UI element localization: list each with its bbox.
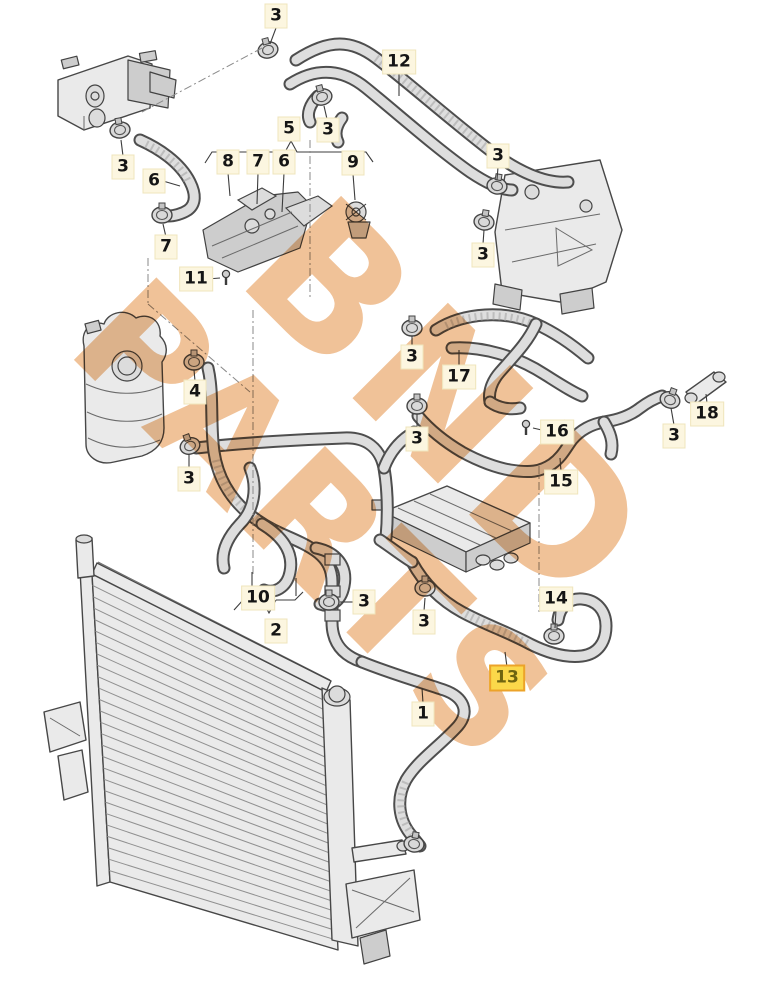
part-callout[interactable]: 8 — [216, 149, 240, 175]
pipe-18-illustration — [684, 371, 727, 405]
part-callout[interactable]: 3 — [400, 344, 424, 370]
control-module-illustration — [371, 485, 531, 573]
part-callout[interactable]: 6 — [272, 149, 296, 175]
radiator-fins — [92, 584, 338, 941]
part-callout[interactable]: 1 — [411, 701, 435, 727]
part-callout[interactable]: 18 — [690, 401, 724, 427]
part-callout-highlighted[interactable]: 13 — [489, 664, 525, 692]
aux-pump-illustration — [57, 50, 177, 131]
mounting-bracket-illustration — [492, 159, 623, 315]
part-callout[interactable]: 17 — [442, 364, 476, 390]
hose-15 — [411, 371, 727, 479]
part-callout[interactable]: 3 — [316, 117, 340, 143]
part-callout[interactable]: 15 — [544, 469, 578, 495]
hose-bundle-central — [189, 361, 421, 669]
hose-1 — [355, 533, 471, 853]
part-callout[interactable]: 3 — [177, 466, 201, 492]
expansion-tank-illustration — [82, 311, 167, 464]
part-callout[interactable]: 7 — [246, 149, 270, 175]
part-callout[interactable]: 3 — [264, 3, 288, 29]
part-callout[interactable]: 3 — [662, 423, 686, 449]
part-callout[interactable]: 3 — [352, 589, 376, 615]
part-callout[interactable]: 4 — [183, 379, 207, 405]
valve-manifold-illustration — [202, 187, 371, 273]
construction-lines — [141, 47, 540, 612]
part-callout[interactable]: 10 — [241, 585, 275, 611]
part-callout[interactable]: 2 — [264, 618, 288, 644]
part-callout[interactable]: 14 — [539, 586, 573, 612]
hose-13 — [405, 555, 613, 663]
part-callout[interactable]: 16 — [540, 419, 574, 445]
part-callout[interactable]: 7 — [154, 234, 178, 260]
hose-17 — [429, 308, 595, 416]
hose-6 — [133, 133, 201, 223]
part-callout[interactable]: 3 — [111, 154, 135, 180]
part-callout[interactable]: 3 — [405, 426, 429, 452]
part-callout[interactable]: 12 — [382, 49, 416, 75]
part-callout[interactable]: 9 — [341, 150, 365, 176]
part-callout[interactable]: 5 — [277, 116, 301, 142]
radiator-illustration — [43, 534, 421, 965]
thermostat-illustration — [345, 201, 371, 239]
part-callout[interactable]: 3 — [471, 242, 495, 268]
part-callout[interactable]: 6 — [142, 168, 166, 194]
part-callout[interactable]: 3 — [412, 609, 436, 635]
part-callout[interactable]: 3 — [486, 143, 510, 169]
part-callout[interactable]: 11 — [179, 266, 213, 292]
